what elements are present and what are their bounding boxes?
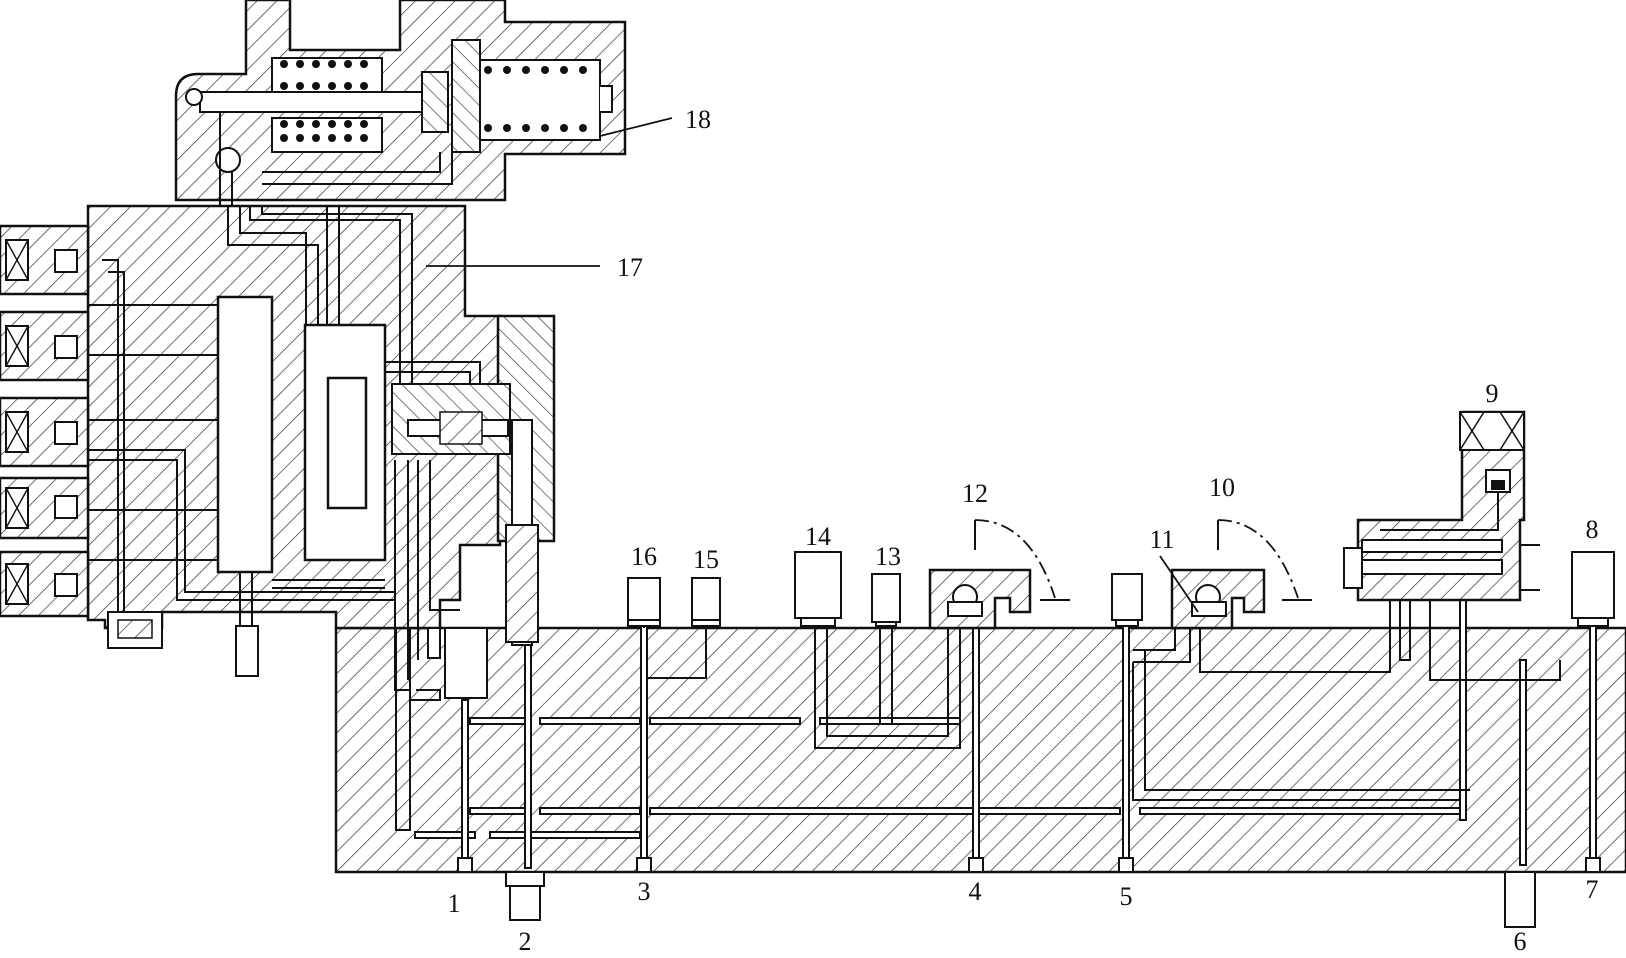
callout-6: 6 [1514,927,1527,956]
plug-2 [505,871,545,921]
solenoid-coil-3 [0,396,90,468]
callout-10: 10 [1209,473,1235,502]
sensor-15 [647,577,721,679]
callout-8: 8 [1586,515,1599,544]
callout-1: 1 [448,889,461,918]
callout-11: 11 [1149,525,1174,554]
sensor-8 [1571,551,1615,627]
callout-4: 4 [969,877,982,906]
callout-3: 3 [638,877,651,906]
main-valve-plate [334,589,1626,928]
callout-9: 9 [1486,379,1499,408]
solenoid-coil-1 [0,224,90,296]
callout-17: 17 [617,253,643,282]
solenoid-coil-stack [0,224,90,618]
plug-6 [1504,871,1536,928]
solenoid-block-17 [86,204,556,699]
sensor-13 [871,573,901,627]
callout-7: 7 [1586,875,1599,904]
check-valve-10 [1170,519,1312,630]
sensor-5 [1111,573,1143,627]
sensor-16 [627,577,661,628]
callout-2: 2 [519,927,532,956]
solenoid-coil-4 [0,476,90,540]
callout-12: 12 [962,479,988,508]
callout-labels: 1 2 3 4 5 6 7 8 9 10 11 12 13 14 15 16 1… [448,105,1599,956]
solenoid-valve-9 [1343,410,1540,602]
leader-lines [426,117,1199,613]
callout-14: 14 [805,522,831,551]
callout-13: 13 [875,542,901,571]
accumulator-14 [794,551,842,627]
pressure-valve-assembly-18 [174,0,627,206]
solenoid-coil-5 [0,550,90,618]
callout-16: 16 [631,542,657,571]
check-valve-12 [928,519,1070,630]
callout-18: 18 [685,105,711,134]
callout-5: 5 [1120,882,1133,911]
callout-15: 15 [693,545,719,574]
solenoid-coil-2 [0,310,90,382]
